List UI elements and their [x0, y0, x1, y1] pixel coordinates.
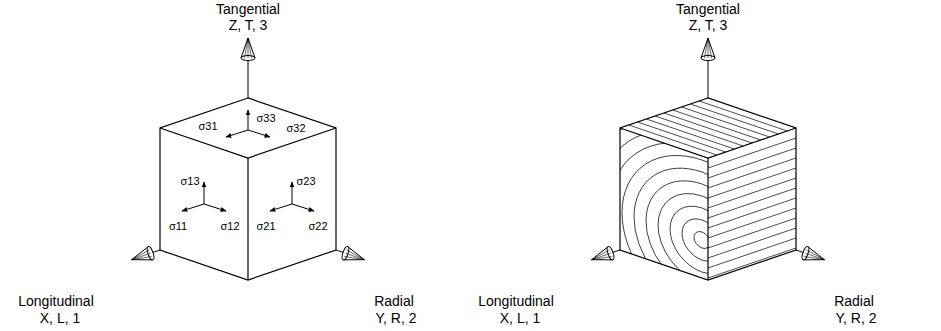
axis-label: X, L, 1	[40, 311, 80, 326]
axis-label: Longitudinal	[18, 294, 94, 309]
axis-label: Longitudinal	[478, 294, 554, 309]
wood-grain	[562, 52, 842, 331]
stress-cube	[160, 98, 336, 280]
stress-label: σ22	[308, 220, 327, 232]
stress-label: σ12	[220, 220, 239, 232]
wood-cube	[620, 98, 796, 280]
axis-label: Radial	[374, 294, 414, 309]
axis-arrows	[132, 38, 825, 261]
axis-label: Z, T, 3	[689, 18, 728, 33]
stress-label: σ21	[256, 220, 275, 232]
stress-label: σ11	[169, 220, 187, 232]
axis-label: Tangential	[216, 2, 280, 17]
axis-label: Tangential	[676, 2, 740, 17]
axis-label: X, L, 1	[500, 311, 540, 326]
stress-label: σ31	[198, 120, 217, 132]
stress-label: σ33	[256, 112, 275, 124]
stress-label: σ32	[286, 122, 305, 134]
axis-label: Y, R, 2	[376, 311, 417, 326]
stress-label: σ13	[180, 175, 199, 187]
axis-label: Y, R, 2	[836, 311, 877, 326]
stress-label: σ23	[296, 175, 315, 187]
axis-label: Radial	[834, 294, 874, 309]
stress-arrows	[182, 110, 314, 211]
axis-label: Z, T, 3	[229, 18, 268, 33]
